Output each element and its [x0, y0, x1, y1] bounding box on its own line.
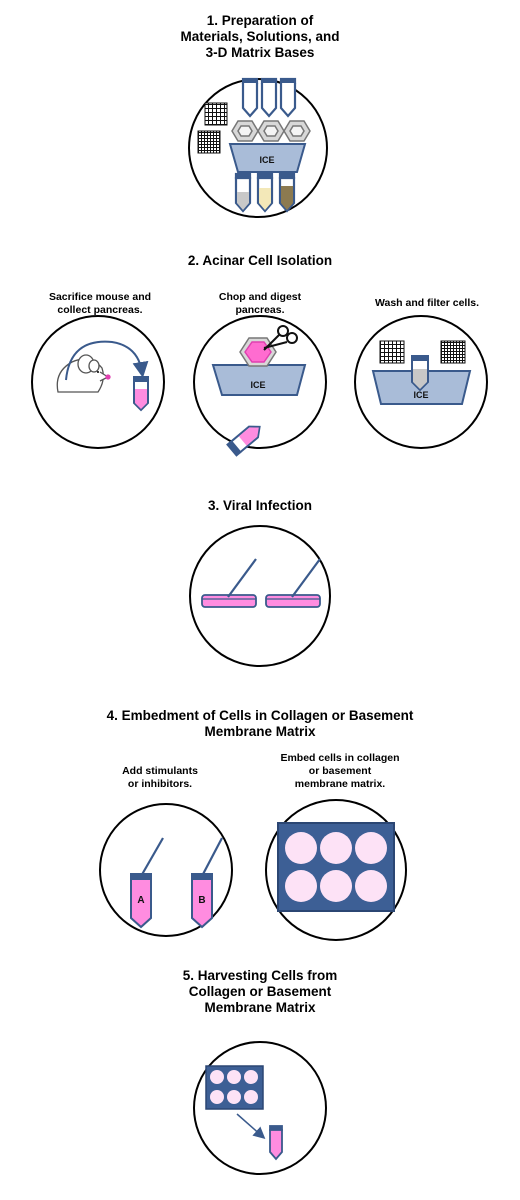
tube-icon: B [191, 837, 223, 929]
mesh-filter-icon [440, 340, 466, 364]
ice-bucket [211, 364, 307, 396]
mesh-filter-icon [379, 340, 405, 364]
step4-panel-tubes: A B [99, 803, 233, 937]
ice-label: ICE [413, 390, 428, 400]
ice-label: ICE [250, 380, 265, 390]
step1-dishes [231, 120, 311, 142]
tube-icon [411, 355, 429, 392]
step4-title: 4. Embedment of Cells in Collagen or Bas… [106, 708, 414, 739]
transfer-arrow [65, 340, 149, 381]
tube-icon [278, 172, 296, 213]
step4-caption-embed: Embed cells in collagen or basement memb… [280, 752, 400, 790]
culture-dish-icon [201, 558, 257, 608]
step4-caption-stimulants: Add stimulants or inhibitors. [122, 765, 198, 790]
dish-icon [231, 120, 259, 142]
step2-panel-wash: ICE [354, 315, 488, 449]
tube-label-b: B [198, 895, 205, 906]
step3-title: 3. Viral Infection [207, 498, 313, 513]
ice-bucket [228, 143, 307, 173]
step4-panel-plate [265, 799, 407, 941]
step2-caption-sacrifice: Sacrifice mouse and collect pancreas. [48, 291, 152, 316]
step1-bottom-tubes [234, 172, 296, 213]
tube-icon [256, 172, 274, 213]
well-plate-icon [205, 1065, 264, 1110]
tilted-tube-icon [226, 425, 261, 457]
step2-panel-chop: ICE [193, 315, 327, 457]
tube-label-a: A [137, 895, 144, 906]
step1-top-tubes [241, 77, 297, 118]
tube-icon [234, 172, 252, 213]
mesh-filter-icon [204, 102, 228, 126]
step1-circle-group: ICE [188, 77, 328, 218]
step5-title: 5. Harvesting Cells from Collagen or Bas… [182, 968, 338, 1015]
step3-circle [189, 525, 331, 667]
tube-icon [260, 77, 278, 118]
well-plate-icon [277, 822, 395, 912]
step1-title: 1. Preparation of Materials, Solutions, … [180, 13, 340, 60]
step3-panel [189, 525, 331, 667]
step5-panel [193, 1041, 327, 1175]
culture-dish-icon [265, 558, 321, 608]
step2-caption-wash: Wash and filter cells. [374, 297, 480, 309]
tube-icon [269, 1125, 283, 1161]
dish-icon [257, 120, 285, 142]
tube-icon [241, 77, 259, 118]
step2-title: 2. Acinar Cell Isolation [187, 253, 333, 268]
step2-caption-chop: Chop and digest pancreas. [218, 291, 302, 316]
dish-icon [283, 120, 311, 142]
mesh-filter-icon [197, 130, 221, 154]
transfer-arrow [236, 1113, 266, 1139]
ice-label: ICE [259, 155, 274, 165]
scissors-icon [263, 325, 298, 351]
tube-icon: A [130, 837, 164, 929]
step2-panel-mouse [31, 315, 165, 449]
tube-icon [133, 376, 149, 412]
tube-icon [279, 77, 297, 118]
